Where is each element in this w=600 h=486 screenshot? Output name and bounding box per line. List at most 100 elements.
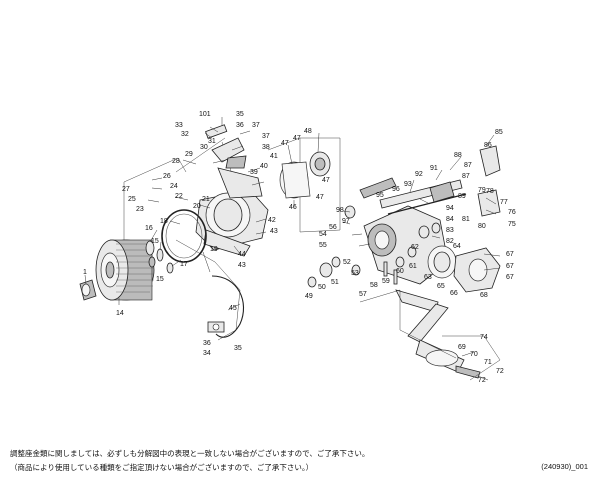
part-callout: 101	[199, 111, 211, 118]
part-callout: 71	[484, 359, 492, 366]
part-callout: 19	[210, 246, 218, 253]
part-callout: 75	[508, 221, 516, 228]
part-callout: 55	[319, 242, 327, 249]
part-callout: 78	[486, 188, 494, 195]
document-code: (240930)_001	[541, 462, 588, 471]
part-callout: 86	[484, 142, 492, 149]
part-callout: 68	[480, 292, 488, 299]
part-callout: 28	[172, 158, 180, 165]
part-callout: 50	[318, 284, 326, 291]
part-callout: 14	[116, 310, 124, 317]
part-callout: 26	[163, 173, 171, 180]
side-plate	[453, 247, 501, 293]
rotor-nut	[309, 151, 331, 177]
part-callout: 61	[409, 263, 417, 270]
rear-cover	[477, 145, 501, 217]
part-callout: 66	[450, 290, 458, 297]
part-callout: 41	[270, 153, 278, 160]
part-callout: 69	[458, 344, 466, 351]
drag-knob	[79, 279, 97, 301]
part-callout: 25	[128, 196, 136, 203]
part-callout: 15	[156, 276, 164, 283]
part-callout: 65	[437, 283, 445, 290]
part-callout: 20	[193, 203, 201, 210]
part-callout: 23	[136, 206, 144, 213]
part-callout: 37	[262, 133, 270, 140]
footnote-line-2: （商品により使用している種類をご指定頂けない場合がございますので、ご了承下さい。…	[10, 463, 314, 472]
part-callout: 83	[446, 227, 454, 234]
part-callout: 97	[342, 218, 350, 225]
part-callout: 29	[185, 151, 193, 158]
bail-wire	[207, 275, 245, 338]
part-callout: 95	[376, 192, 384, 199]
part-callout: 34	[203, 350, 211, 357]
part-callout: 36	[236, 122, 244, 129]
drag-washers	[145, 240, 174, 274]
part-callout: 51	[331, 279, 339, 286]
part-callout: 88	[454, 152, 462, 159]
part-callout: 85	[495, 129, 503, 136]
part-callout: 17	[180, 261, 188, 268]
part-callout: 92	[415, 171, 423, 178]
part-callout: 16	[145, 225, 153, 232]
part-callout: 38	[262, 144, 270, 151]
part-callout: 43	[270, 228, 278, 235]
part-callout: 46	[289, 204, 297, 211]
part-callout: 72	[496, 368, 504, 375]
part-callout: 98	[336, 207, 344, 214]
part-callout: 44	[238, 251, 246, 258]
part-callout: 60	[396, 268, 404, 275]
part-callout: 22	[175, 193, 183, 200]
part-callout: 54	[319, 231, 327, 238]
body-small-parts	[307, 205, 441, 288]
part-callout: 59	[382, 278, 390, 285]
part-callout: 62	[411, 244, 419, 251]
part-callout: 47	[322, 177, 330, 184]
part-callout: 31	[208, 138, 216, 145]
part-callout: 67	[506, 251, 514, 258]
part-callout: 43	[238, 262, 246, 269]
part-callout: 40	[260, 163, 268, 170]
part-callout: 79	[478, 187, 486, 194]
part-callout: 72	[478, 377, 486, 384]
rotor-sleeve	[279, 161, 311, 199]
part-callout: 96	[392, 186, 400, 193]
part-callout: 87	[462, 173, 470, 180]
part-callout: 52	[343, 259, 351, 266]
part-callout: 81	[462, 216, 470, 223]
part-callout: 67	[506, 263, 514, 270]
part-callout: 21	[202, 196, 210, 203]
part-callout: 30	[200, 144, 208, 151]
drive-gear	[427, 245, 457, 279]
part-callout: 47	[281, 140, 289, 147]
part-callouts: 101 35 33 36 37 32 37 31 38 30 29 28 27 …	[83, 111, 516, 384]
part-callout: 93	[404, 181, 412, 188]
part-callout: 24	[170, 183, 178, 190]
part-callout: 91	[430, 165, 438, 172]
part-callout: 35	[236, 111, 244, 118]
part-callout: 87	[464, 162, 472, 169]
part-callout: 42	[268, 217, 276, 224]
footnote-line-1: 調整座金類に関しましては、必ずしも分解図中の表現と一致しない場合がございますので…	[10, 449, 370, 458]
part-callout: 89	[458, 193, 466, 200]
part-callout: 76	[508, 209, 516, 216]
part-callout: 67	[506, 274, 514, 281]
part-callout: 45	[229, 305, 237, 312]
spool	[95, 239, 155, 301]
part-callout: 33	[175, 122, 183, 129]
part-callout: 94	[446, 205, 454, 212]
part-callout: 27	[122, 186, 130, 193]
part-callout: 77	[500, 199, 508, 206]
part-callout: 56	[329, 224, 337, 231]
part-callout: 47	[316, 194, 324, 201]
part-callout: 37	[252, 122, 260, 129]
part-callout: 32	[181, 131, 189, 138]
leader-lines	[84, 117, 501, 381]
part-callout: 53	[351, 270, 359, 277]
part-callout: 84	[446, 216, 454, 223]
bail-ring	[161, 209, 207, 263]
part-callout: 64	[453, 243, 461, 250]
part-callout: 63	[424, 274, 432, 281]
part-callout: 48	[304, 128, 312, 135]
